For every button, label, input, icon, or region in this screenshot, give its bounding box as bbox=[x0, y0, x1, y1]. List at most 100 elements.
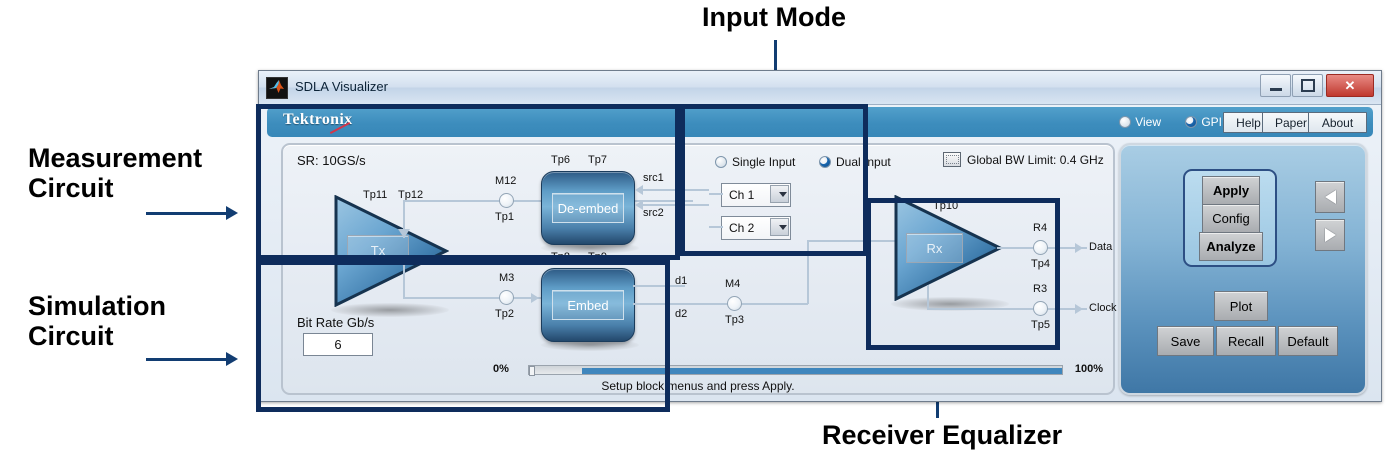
channel-1-dropdown[interactable]: Ch 1 bbox=[721, 183, 791, 207]
wire-clock-down bbox=[927, 285, 929, 309]
annotation-simulation-arrow-line bbox=[146, 358, 228, 361]
label-tp5: Tp5 bbox=[1031, 319, 1050, 331]
wire-m3-arrow bbox=[531, 293, 539, 303]
radio-view-label: View bbox=[1135, 115, 1161, 129]
radio-gpib[interactable]: GPIB bbox=[1185, 115, 1230, 129]
wire-m3-run bbox=[403, 297, 583, 299]
embed-label: Embed bbox=[567, 297, 609, 313]
tektronix-logo: Tektronix bbox=[283, 111, 353, 128]
save-button[interactable]: Save bbox=[1157, 326, 1214, 356]
analyze-button[interactable]: Analyze bbox=[1199, 232, 1263, 261]
window-minimize-button[interactable] bbox=[1260, 74, 1291, 97]
radio-single-input[interactable]: Single Input bbox=[715, 155, 795, 169]
bit-rate-input[interactable]: 6 bbox=[303, 333, 373, 356]
matlab-app-icon bbox=[266, 77, 288, 99]
window-maximize-button[interactable] bbox=[1292, 74, 1323, 97]
label-tp6: Tp6 bbox=[551, 154, 570, 166]
radio-view-dot-icon bbox=[1119, 116, 1132, 128]
wire-src1 bbox=[641, 189, 709, 191]
window-close-button[interactable]: ✕ bbox=[1326, 74, 1374, 97]
bw-limit-icon bbox=[943, 152, 961, 167]
annotation-measurement-circuit: Measurement Circuit bbox=[28, 143, 203, 204]
progress-knob[interactable] bbox=[529, 366, 535, 376]
label-tp11: Tp11 bbox=[363, 189, 388, 201]
radio-dual-input[interactable]: Dual Input bbox=[819, 155, 891, 169]
progress-track[interactable] bbox=[528, 365, 1063, 376]
radio-single-input-label: Single Input bbox=[732, 155, 796, 169]
wire-src2 bbox=[641, 204, 709, 206]
rx-label-box: Rx bbox=[906, 233, 963, 263]
bw-limit-label: Global BW Limit: 0.4 GHz bbox=[967, 152, 1104, 167]
label-r4: R4 bbox=[1033, 222, 1048, 234]
global-bw-limit[interactable]: Global BW Limit: 0.4 GHz bbox=[943, 152, 1104, 167]
tp-m12[interactable] bbox=[499, 193, 514, 208]
label-tp2: Tp2 bbox=[495, 308, 514, 320]
radio-gpib-label: GPIB bbox=[1201, 115, 1230, 129]
progress-min-label: 0% bbox=[493, 363, 509, 375]
rx-amplifier[interactable]: Rx bbox=[893, 195, 1003, 301]
bit-rate-label: Bit Rate Gb/s bbox=[297, 315, 375, 330]
status-text: Setup block menus and press Apply. bbox=[601, 379, 795, 393]
recall-button[interactable]: Recall bbox=[1216, 326, 1276, 356]
label-tp9: Tp9 bbox=[588, 251, 607, 263]
label-r3: R3 bbox=[1033, 283, 1048, 295]
wire-clock-out bbox=[927, 308, 1087, 310]
radio-single-input-dot-icon bbox=[715, 156, 727, 168]
config-button[interactable]: Config bbox=[1202, 204, 1260, 233]
wire-src1-arrow bbox=[635, 185, 643, 195]
label-tp10: Tp10 bbox=[933, 200, 959, 212]
previous-button[interactable] bbox=[1315, 181, 1345, 213]
next-button[interactable] bbox=[1315, 219, 1345, 251]
annotation-input-mode: Input Mode bbox=[702, 2, 846, 32]
wire-tx-top-arrow bbox=[398, 229, 410, 238]
about-button[interactable]: About bbox=[1308, 112, 1367, 133]
control-panel: Apply Config Analyze Plot Save Recall De… bbox=[1119, 143, 1367, 395]
label-tp7: Tp7 bbox=[588, 154, 607, 166]
sample-rate-label: SR: 10GS/s bbox=[297, 153, 366, 168]
tp-r4[interactable] bbox=[1033, 240, 1048, 255]
chevron-left-icon bbox=[1324, 190, 1336, 204]
embed-shadow bbox=[541, 339, 639, 351]
block-diagram-panel: SR: 10GS/s Tx Tp11 Tp12 Bit R bbox=[281, 143, 1117, 395]
wire-m4-to-rx bbox=[807, 240, 897, 242]
deembed-block[interactable]: De-embed bbox=[541, 171, 635, 245]
label-clock-out: Clock bbox=[1089, 302, 1117, 314]
embed-block[interactable]: Embed bbox=[541, 268, 635, 342]
annotation-simulation-circuit: Simulation Circuit bbox=[28, 291, 167, 352]
channel-2-value: Ch 2 bbox=[729, 221, 755, 235]
label-data-out: Data bbox=[1089, 241, 1113, 253]
wire-m4-up bbox=[807, 240, 809, 304]
window-title: SDLA Visualizer bbox=[295, 79, 388, 94]
window-titlebar: SDLA Visualizer ✕ bbox=[259, 71, 1381, 105]
channel-2-dropdown[interactable]: Ch 2 bbox=[721, 216, 791, 240]
annotation-measurement-arrowhead bbox=[226, 206, 238, 220]
radio-view[interactable]: View bbox=[1119, 115, 1161, 129]
wire-tx-top-down bbox=[403, 200, 405, 238]
radio-dual-input-dot-icon bbox=[819, 156, 831, 168]
tp-r3[interactable] bbox=[1033, 301, 1048, 316]
label-m12: M12 bbox=[495, 175, 517, 187]
label-m3: M3 bbox=[499, 272, 515, 284]
tp-m3[interactable] bbox=[499, 290, 514, 305]
channel-2-chevron-down-icon[interactable] bbox=[770, 218, 789, 236]
wire-tx-top bbox=[403, 200, 503, 202]
action-button-group: Apply Config Analyze bbox=[1183, 169, 1277, 267]
apply-button[interactable]: Apply bbox=[1202, 176, 1260, 205]
default-button[interactable]: Default bbox=[1278, 326, 1338, 356]
tx-amplifier[interactable]: Tx bbox=[333, 195, 449, 307]
label-m4: M4 bbox=[725, 278, 741, 290]
rx-shadow bbox=[891, 297, 1009, 311]
label-d2: d2 bbox=[675, 308, 688, 320]
progress-max-label: 100% bbox=[1074, 363, 1103, 375]
channel-1-chevron-down-icon[interactable] bbox=[770, 185, 789, 203]
wire-ch2-left bbox=[709, 226, 723, 228]
radio-gpib-dot-icon bbox=[1185, 116, 1198, 128]
plot-button[interactable]: Plot bbox=[1214, 291, 1268, 321]
paper-button[interactable]: Paper bbox=[1262, 112, 1320, 133]
label-tp8: Tp8 bbox=[551, 251, 570, 263]
label-src2: src2 bbox=[643, 207, 664, 219]
annotation-measurement-arrow-line bbox=[146, 212, 228, 215]
label-tp12: Tp12 bbox=[398, 189, 424, 201]
tp-m4[interactable] bbox=[727, 296, 742, 311]
wire-d2 bbox=[633, 303, 808, 305]
